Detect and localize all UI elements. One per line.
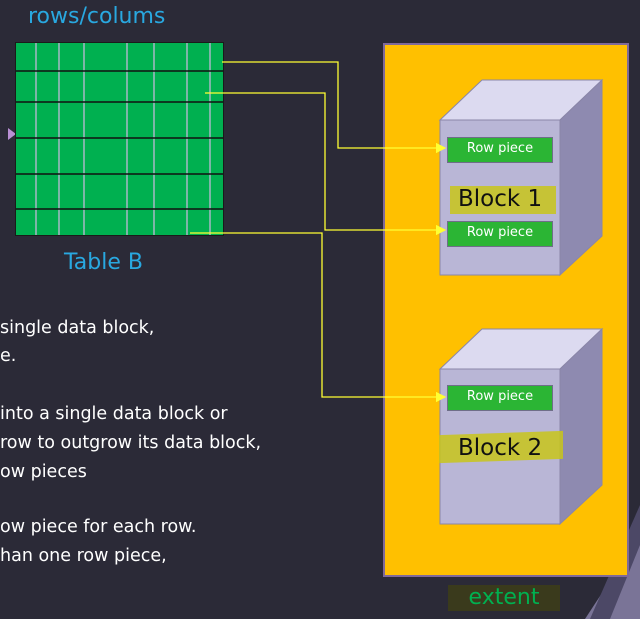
body-line: ow pieces: [0, 462, 87, 482]
extent-label: extent: [448, 585, 560, 611]
body-line: into a single data block or: [0, 404, 228, 424]
left-arrow-marker: [8, 128, 16, 140]
connector-row-2: [205, 92, 447, 236]
table-caption: Table B: [64, 250, 143, 275]
body-line: e.: [0, 346, 17, 366]
connector-row-1: [222, 61, 447, 154]
block-1-label: Block 1: [458, 186, 543, 212]
body-line: ow piece for each row.: [0, 517, 197, 537]
connector-row-3: [190, 232, 447, 403]
block-2-row-piece-1: Row piece: [447, 385, 553, 411]
table-b-grid: [15, 42, 224, 236]
body-text: single data block, e. into a single data…: [0, 318, 262, 566]
block-1-row-piece-2: Row piece: [447, 221, 553, 247]
block-1-row-piece-1: Row piece: [447, 137, 553, 163]
heading: rows/colums: [28, 4, 166, 29]
body-line: row to outgrow its data block,: [0, 433, 262, 453]
block-2-label: Block 2: [458, 435, 543, 461]
body-line: single data block,: [0, 318, 155, 338]
block-1-highlight: [450, 186, 556, 214]
table-grid-lines: [16, 43, 223, 235]
body-line: han one row piece,: [0, 546, 167, 566]
